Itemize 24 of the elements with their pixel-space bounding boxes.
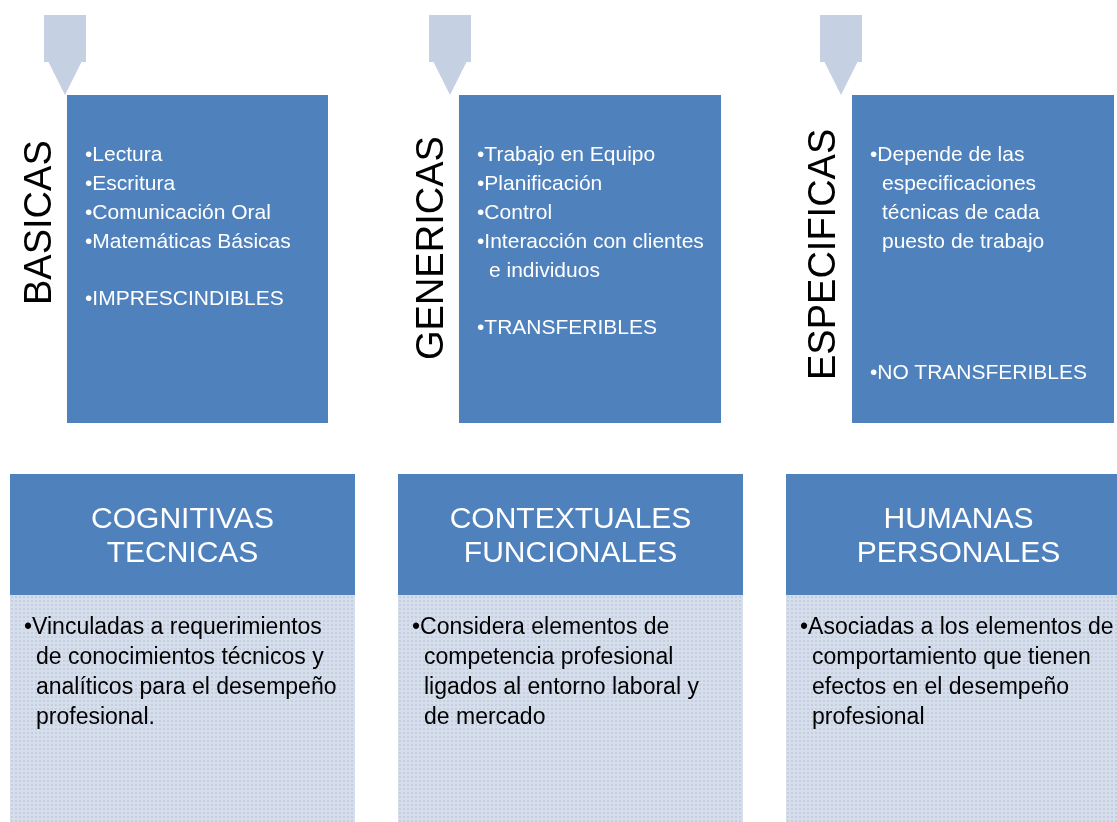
category-heading: BASICAS [18, 139, 58, 305]
list-item: •NO TRANSFERIBLES [870, 359, 1088, 385]
list-item: •Escritura [85, 170, 177, 196]
description-box: •Asociadas a los elementos de comportamiento que tienen efectos en el desempeño profesional [786, 595, 1117, 822]
down-arrow [820, 15, 862, 95]
list-item: •Depende de las especificaciones técnicas de cada puesto de trabajo [870, 141, 1046, 254]
list-item: •Control [477, 199, 554, 225]
list-item: •Lectura [85, 141, 164, 167]
list-item: •Matemáticas Básicas [85, 228, 292, 254]
header-box: COGNITIVAS TECNICAS [10, 474, 355, 595]
list-item: •Interacción con clientes e individuos [477, 228, 705, 283]
down-arrow [429, 15, 471, 95]
list-item: •Trabajo en Equipo [477, 141, 657, 167]
description-box: •Considera elementos de competencia profesional ligados al entorno laboral y de mercado [398, 595, 743, 822]
header-box: HUMANAS PERSONALES [786, 474, 1117, 595]
list-item: •Planificación [477, 170, 604, 196]
list-item: •Comunicación Oral [85, 199, 272, 225]
list-item: •TRANSFERIBLES [477, 314, 659, 340]
list-item: •IMPRESCINDIBLES [85, 285, 285, 311]
category-heading: GENERICAS [410, 135, 450, 360]
down-arrow [44, 15, 86, 95]
description-box: •Vinculadas a requerimientos de conocimientos técnicos y analíticos para el desempeño profesional. [10, 595, 355, 822]
header-box: CONTEXTUALES FUNCIONALES [398, 474, 743, 595]
category-heading: ESPECIFICAS [802, 130, 842, 380]
